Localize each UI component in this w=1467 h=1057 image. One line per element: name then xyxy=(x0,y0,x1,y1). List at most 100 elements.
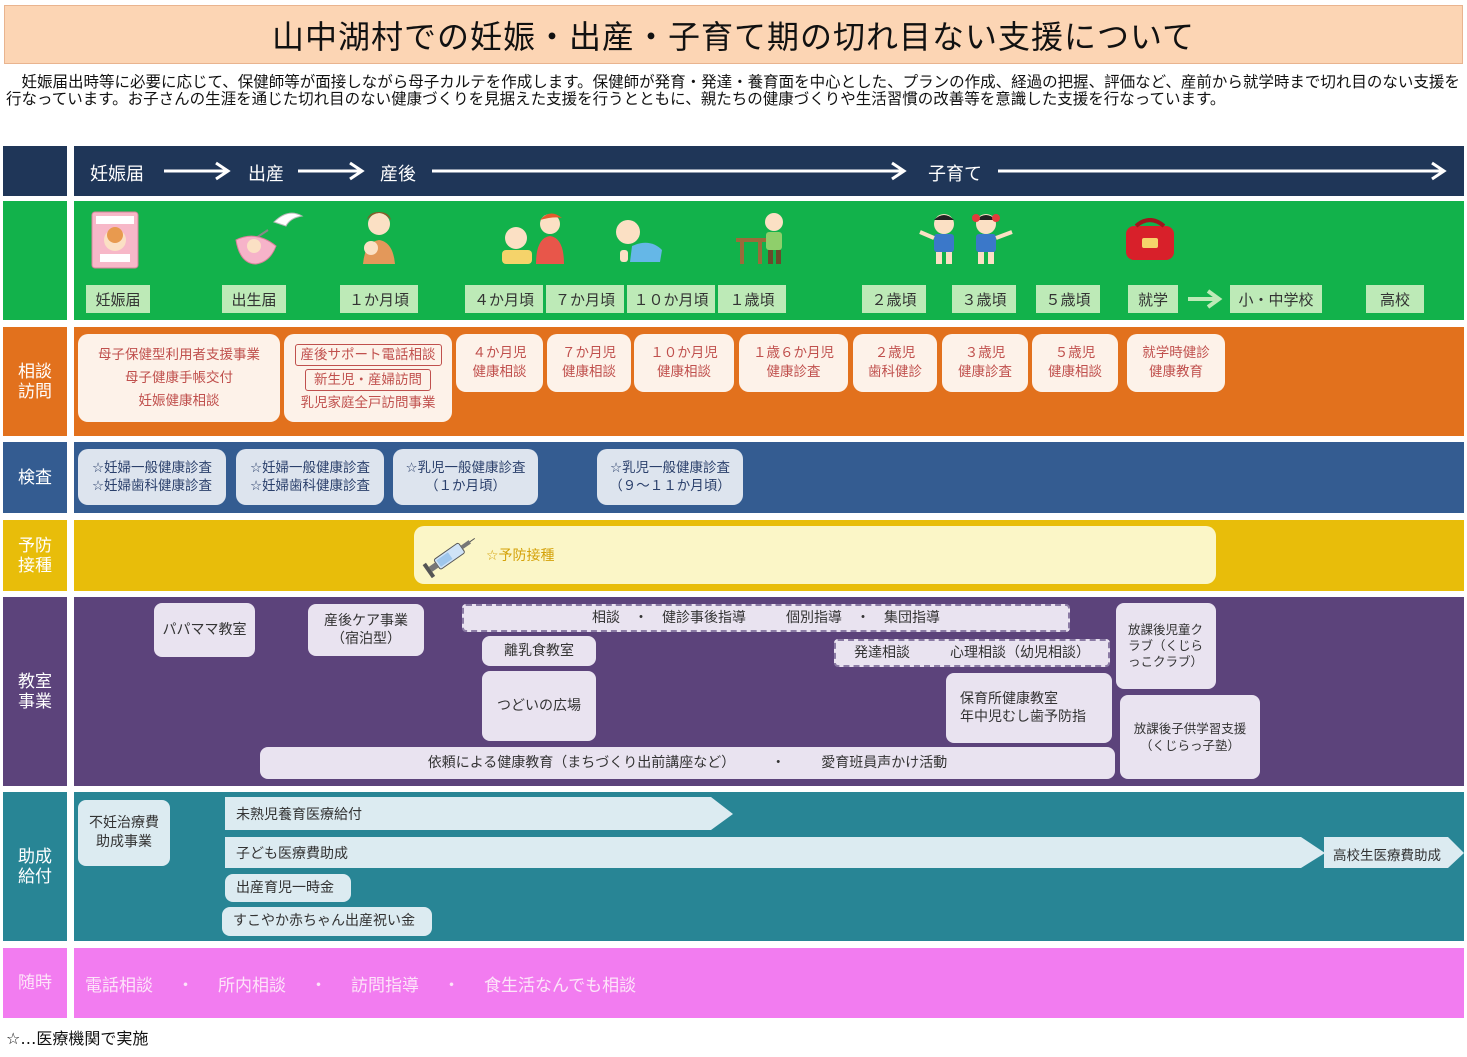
arrow-right-icon xyxy=(432,161,907,181)
exam-line: （１か月頃） xyxy=(425,478,506,494)
tag-3-years: ３歳頃 xyxy=(952,285,1016,313)
subsidy-highschool: 高校生医療費助成 xyxy=(1333,848,1441,864)
class-line: 愛育班員声かけ活動 xyxy=(821,755,948,771)
consultation-age: １歳６か月児 xyxy=(753,345,834,361)
subsidy-line: 不妊治療費 xyxy=(89,815,159,831)
consultation-age: １０か月児 xyxy=(650,345,718,361)
consultation-box-5y: ５歳児健康相談 xyxy=(1032,334,1118,392)
exam-line: ☆妊婦一般健康診査 xyxy=(91,460,213,476)
mother-baby-icon xyxy=(363,212,395,264)
timeline-birth: 出産 xyxy=(248,164,284,185)
consultation-type: 健康相談 xyxy=(562,364,616,380)
class-papamama: パパママ教室 xyxy=(154,603,255,657)
class-consult-guidance: 相談 ・ 健診事後指導 個別指導 ・ 集団指導 xyxy=(462,604,1070,632)
page-title-text: 山中湖村での妊娠・出産・子育て期の切れ目ない支援について xyxy=(271,17,1196,56)
timeline-label-cell xyxy=(3,146,67,196)
row-label-consultation: 相談訪問 xyxy=(3,327,67,436)
vaccination-text: ☆予防接種 xyxy=(486,548,555,564)
subsidy-infertility: 不妊治療費 助成事業 xyxy=(78,800,170,866)
illustration-label-cell xyxy=(3,201,67,320)
class-line: 年中児むし歯予防指 xyxy=(960,709,1086,725)
tag-1-month: １か月頃 xyxy=(340,285,418,313)
tag-7-months: ７か月頃 xyxy=(546,285,624,313)
consultation-type: 健康診査 xyxy=(958,364,1012,380)
consultation-box-3y: ３歳児健康診査 xyxy=(942,334,1028,392)
class-line: 依頼による健康教育（まちづくり出前講座など） xyxy=(427,755,736,771)
consultation-type: 健康相談 xyxy=(1048,364,1102,380)
consultation-box-2y: ２歳児歯科健診 xyxy=(853,334,937,392)
class-afterschool-club: 放課後児童クラブ（くじらっこクラブ） xyxy=(1116,603,1216,689)
exam-box-pregnancy-2: ☆妊婦一般健康診査☆妊婦歯科健康診査 xyxy=(236,449,384,505)
vaccination-box: ☆予防接種 xyxy=(414,526,1216,584)
class-line: 発達相談 xyxy=(854,645,910,661)
separator-dot: ・ xyxy=(771,755,786,771)
separator-dot: ・ xyxy=(310,975,327,996)
class-line: 放課後児童クラブ（くじらっこクラブ） xyxy=(1128,622,1204,669)
row-label-subsidy: 助成給付 xyxy=(3,792,67,941)
tag-school-entry: 就学 xyxy=(1128,285,1178,313)
row-label-examination-text: 検査 xyxy=(18,467,52,488)
consultation-age: ４か月児 xyxy=(472,345,527,361)
subsidy-child-medical-arrow xyxy=(225,837,1325,868)
tag-1-year: １歳頃 xyxy=(718,285,786,313)
infant-home-visit: 乳児家庭全戸訪問事業 xyxy=(300,394,436,411)
consultation-age: 就学時健診 xyxy=(1142,345,1210,361)
exam-box-infant-1m: ☆乳児一般健康診査（１か月頃） xyxy=(393,449,538,505)
row-label-classes: 教室事業 xyxy=(3,597,67,786)
class-development-consult: 発達相談 心理相談（幼児相談） xyxy=(834,639,1110,667)
crawling-baby-icon xyxy=(616,220,662,262)
row-label-anytime: 随時 xyxy=(3,948,67,1018)
consultation-age: ７か月児 xyxy=(562,345,616,361)
anytime-phone-consult: 電話相談 xyxy=(85,975,153,996)
class-line: 保育所健康教室 xyxy=(960,691,1058,707)
subsidy-premature-arrow xyxy=(225,797,733,830)
row-label-classes-line2: 事業 xyxy=(18,691,52,712)
class-line: （宿泊型） xyxy=(331,631,401,647)
baby-feeding-icon xyxy=(502,213,564,264)
class-gathering-place: つどいの広場 xyxy=(482,671,596,741)
exam-line: ☆妊婦一般健康診査 xyxy=(249,460,371,476)
class-nursery-health: 保育所健康教室 年中児むし歯予防指 xyxy=(946,673,1112,743)
class-line: 集団指導 xyxy=(884,610,940,626)
row-label-subsidy-line1: 助成 xyxy=(18,846,52,867)
consultation-box-4m: ４か月児健康相談 xyxy=(456,334,543,392)
tag-10-months: １０か月頃 xyxy=(627,285,715,313)
exam-line: ☆乳児一般健康診査 xyxy=(609,460,731,476)
class-line: 相談 xyxy=(592,610,620,626)
separator-dot: ・ xyxy=(634,610,648,626)
timeline-pregnancy: 妊娠届 xyxy=(90,164,144,185)
subsidy-premature: 未熟児養育医療給付 xyxy=(236,807,362,823)
class-postpartum-care: 産後ケア事業 （宿泊型） xyxy=(308,604,424,656)
class-line: 心理相談（幼児相談） xyxy=(950,645,1090,661)
exam-line: （９～１１か月頃） xyxy=(609,478,731,494)
stork-baby-icon xyxy=(235,212,304,265)
class-line: 産後ケア事業 xyxy=(324,613,408,629)
intro-paragraph: 妊娠届出時等に必要に応じて、保健師等が面接しながら母子カルテを作成します。保健師… xyxy=(6,73,1460,108)
tag-elementary-junior: 小・中学校 xyxy=(1230,285,1322,313)
class-line: 放課後子供学習支援 xyxy=(1133,721,1247,736)
consultation-age: ２歳児 xyxy=(874,345,916,361)
school-bag-icon xyxy=(1126,218,1174,260)
subsidy-line: 助成事業 xyxy=(96,834,152,850)
row-label-subsidy-line2: 給付 xyxy=(18,866,52,887)
consultation-box-10m: １０か月児健康相談 xyxy=(634,334,734,392)
exam-box-pregnancy-1: ☆妊婦一般健康診査☆妊婦歯科健康診査 xyxy=(78,449,226,505)
consultation-item: 母子健康手帳交付 xyxy=(125,369,233,386)
class-requested-education: 依頼による健康教育（まちづくり出前講座など） ・ 愛育班員声かけ活動 xyxy=(260,747,1115,779)
consultation-type: 健康診査 xyxy=(766,364,821,380)
class-afterschool-study: 放課後子供学習支援 （くじらっ子塾） xyxy=(1120,695,1260,779)
timeline-arrows xyxy=(164,161,1447,181)
class-line: 個別指導 xyxy=(786,610,842,626)
row-label-vaccination-line2: 接種 xyxy=(18,555,52,576)
consultation-box-7m: ７か月児健康相談 xyxy=(547,334,631,392)
class-weaning-food: 離乳食教室 xyxy=(482,636,596,666)
class-line: （くじらっ子塾） xyxy=(1139,738,1240,753)
tag-5-years: ５歳頃 xyxy=(1036,285,1100,313)
subsidy-child-medical: 子ども医療費助成 xyxy=(236,846,348,862)
subsidy-highschool-arrow xyxy=(1324,837,1464,868)
standing-toddler-icon xyxy=(736,213,783,264)
arrow-right-icon xyxy=(1188,289,1223,309)
row-label-consultation-line1: 相談 xyxy=(18,361,52,382)
anytime-office-consult: 所内相談 xyxy=(218,975,286,996)
tag-high-school: 高校 xyxy=(1366,285,1424,313)
